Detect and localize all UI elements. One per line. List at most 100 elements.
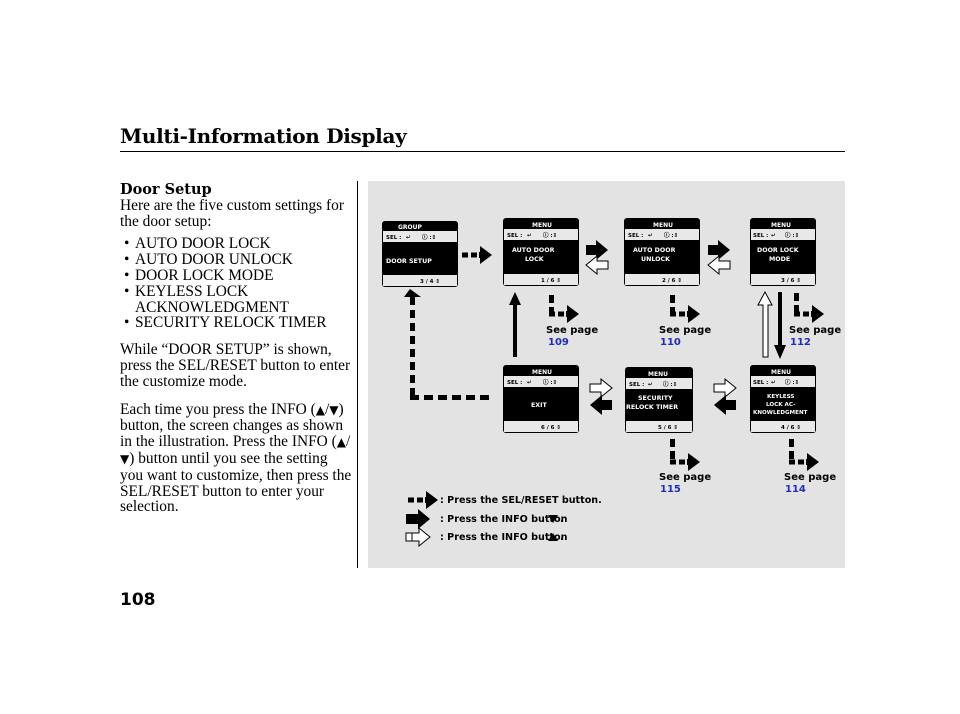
svg-text:↵: ↵ xyxy=(648,233,653,239)
svg-text:MENU: MENU xyxy=(532,222,552,229)
svg-text:↵: ↵ xyxy=(406,235,411,241)
svg-text:3 / 4 ⇕: 3 / 4 ⇕ xyxy=(420,278,440,285)
svg-text:.: . xyxy=(560,514,564,525)
see-page-110-link[interactable]: 110 xyxy=(660,337,681,348)
title-divider xyxy=(120,151,845,152)
see-page-label: See page xyxy=(789,325,841,336)
svg-text:ⓘ :⇕: ⓘ :⇕ xyxy=(543,378,557,386)
arrow-up-icon xyxy=(509,292,521,357)
svg-text:LOCK AC-: LOCK AC- xyxy=(766,402,796,408)
svg-text:SEL :: SEL : xyxy=(629,382,644,388)
see-page-label: See page xyxy=(659,472,711,483)
svg-text:UNLOCK: UNLOCK xyxy=(641,256,671,263)
list-item: AUTO DOOR UNLOCK xyxy=(120,252,352,268)
svg-text:SEL :: SEL : xyxy=(386,235,401,241)
svg-text:SEL :: SEL : xyxy=(507,233,522,239)
settings-list: AUTO DOOR LOCK AUTO DOOR UNLOCK DOOR LOC… xyxy=(120,236,352,331)
list-item: AUTO DOOR LOCK xyxy=(120,236,352,252)
down-triangle-icon xyxy=(548,515,558,523)
svg-text:2 / 6 ⇕: 2 / 6 ⇕ xyxy=(662,277,682,284)
legend: : Press the SEL/RESET button. : Press th… xyxy=(405,491,602,547)
svg-text:↵: ↵ xyxy=(527,233,532,239)
see-page-112-link[interactable]: 112 xyxy=(790,337,811,348)
svg-text:ⓘ :⇕: ⓘ :⇕ xyxy=(663,380,677,388)
arrow-down-icon xyxy=(774,292,786,359)
see-page-109-link[interactable]: 109 xyxy=(548,337,569,348)
page-title: Multi-Information Display xyxy=(120,124,407,148)
dashed-arrow-icon xyxy=(549,295,579,323)
see-page-label: See page xyxy=(659,325,711,336)
svg-text:ⓘ :⇕: ⓘ :⇕ xyxy=(785,378,799,386)
up-triangle-icon: ▲ xyxy=(315,402,325,417)
svg-text:.: . xyxy=(560,532,564,543)
screen-exit: MENU SEL : ↵ ⓘ :⇕ EXIT 6 / 6 ⇕ xyxy=(503,365,579,433)
up-triangle-icon xyxy=(548,533,558,541)
svg-text:MENU: MENU xyxy=(648,371,668,378)
down-triangle-icon: ▼ xyxy=(329,402,339,417)
svg-text:ⓘ :⇕: ⓘ :⇕ xyxy=(543,231,557,239)
svg-text:1 / 6 ⇕: 1 / 6 ⇕ xyxy=(541,277,561,284)
svg-text:↵: ↵ xyxy=(771,233,776,239)
svg-text:↵: ↵ xyxy=(771,380,776,386)
svg-text:MENU: MENU xyxy=(771,369,791,376)
svg-text:4 / 6 ⇕: 4 / 6 ⇕ xyxy=(781,424,801,431)
svg-text:DOOR SETUP: DOOR SETUP xyxy=(386,258,432,265)
hollow-arrow-right-icon xyxy=(713,378,737,398)
see-page-label: See page xyxy=(546,325,598,336)
diagram-canvas: GROUP SEL : ↵ ⓘ :⇕ DOOR SETUP 3 / 4 ⇕ ME… xyxy=(382,218,841,547)
svg-text:ⓘ :⇕: ⓘ :⇕ xyxy=(664,231,678,239)
hollow-arrow-left-icon xyxy=(585,255,609,275)
info-paragraph: Each time you press the INFO (▲/▼) butto… xyxy=(120,400,352,516)
down-triangle-icon: ▼ xyxy=(120,451,130,466)
hollow-arrow-up-icon xyxy=(757,290,773,358)
dashed-arrow-icon xyxy=(789,439,819,471)
dashed-arrow-icon xyxy=(462,246,492,264)
svg-text:KEYLESS: KEYLESS xyxy=(767,394,794,400)
intro-paragraph: Here are the five custom settings for th… xyxy=(120,196,344,230)
svg-text:DOOR LOCK: DOOR LOCK xyxy=(757,247,800,254)
dashed-arrow-icon xyxy=(408,491,438,509)
list-item: KEYLESS LOCK xyxy=(120,283,352,300)
svg-text:SEL :: SEL : xyxy=(507,380,522,386)
svg-text:: Press the INFO button: : Press the INFO button xyxy=(440,532,568,543)
hollow-arrow-left-icon xyxy=(707,255,731,275)
svg-text:SEL :: SEL : xyxy=(753,233,768,239)
list-item: SECURITY RELOCK TIMER xyxy=(120,315,352,331)
see-page-label: See page xyxy=(784,472,836,483)
dashed-arrow-icon xyxy=(670,439,700,471)
svg-text:SEL :: SEL : xyxy=(628,233,643,239)
svg-text:LOCK: LOCK xyxy=(525,256,545,263)
dashed-loop-line xyxy=(404,289,489,400)
column-divider xyxy=(357,181,358,568)
svg-text:AUTO DOOR: AUTO DOOR xyxy=(512,247,555,254)
svg-text:MENU: MENU xyxy=(532,369,552,376)
list-item-continuation: ACKNOWLEDGMENT xyxy=(135,298,289,316)
svg-text:AUTO DOOR: AUTO DOOR xyxy=(633,247,676,254)
svg-text:: Press the INFO button: : Press the INFO button xyxy=(440,514,568,525)
see-page-115-link[interactable]: 115 xyxy=(660,484,681,495)
text-column: Door Setup Here are the five custom sett… xyxy=(120,182,352,515)
svg-text:3 / 6 ⇕: 3 / 6 ⇕ xyxy=(781,277,801,284)
see-page-114-link[interactable]: 114 xyxy=(785,484,806,495)
customize-paragraph: While “DOOR SETUP” is shown, press the S… xyxy=(120,341,351,390)
screen-auto-door-unlock: MENU SEL : ↵ ⓘ :⇕ AUTO DOOR UNLOCK 2 / 6… xyxy=(624,218,700,286)
list-item: DOOR LOCK MODE xyxy=(120,268,352,284)
svg-text:KNOWLEDGMENT: KNOWLEDGMENT xyxy=(753,410,808,416)
svg-text:: Press the SEL/RESET button.: : Press the SEL/RESET button. xyxy=(440,495,602,506)
svg-text:GROUP: GROUP xyxy=(398,224,423,231)
screen-auto-door-lock: MENU SEL : ↵ ⓘ :⇕ AUTO DOOR LOCK 1 / 6 ⇕ xyxy=(503,218,579,286)
svg-text:5 / 6 ⇕: 5 / 6 ⇕ xyxy=(658,424,678,431)
screen-door-lock-mode: MENU SEL : ↵ ⓘ :⇕ DOOR LOCK MODE 3 / 6 ⇕ xyxy=(750,218,816,286)
svg-text:ⓘ :⇕: ⓘ :⇕ xyxy=(422,233,436,241)
svg-text:ⓘ :⇕: ⓘ :⇕ xyxy=(785,231,799,239)
dashed-arrow-icon xyxy=(670,295,700,323)
screen-door-setup: GROUP SEL : ↵ ⓘ :⇕ DOOR SETUP 3 / 4 ⇕ xyxy=(382,221,458,287)
svg-text:↵: ↵ xyxy=(648,382,653,388)
svg-text:MODE: MODE xyxy=(769,256,790,263)
arrow-left-icon xyxy=(590,395,612,415)
svg-text:SECURITY: SECURITY xyxy=(638,395,673,402)
svg-text:6 / 6 ⇕: 6 / 6 ⇕ xyxy=(541,424,561,431)
svg-text:↵: ↵ xyxy=(527,380,532,386)
dashed-arrow-icon xyxy=(794,293,824,323)
page-number: 108 xyxy=(120,590,156,610)
